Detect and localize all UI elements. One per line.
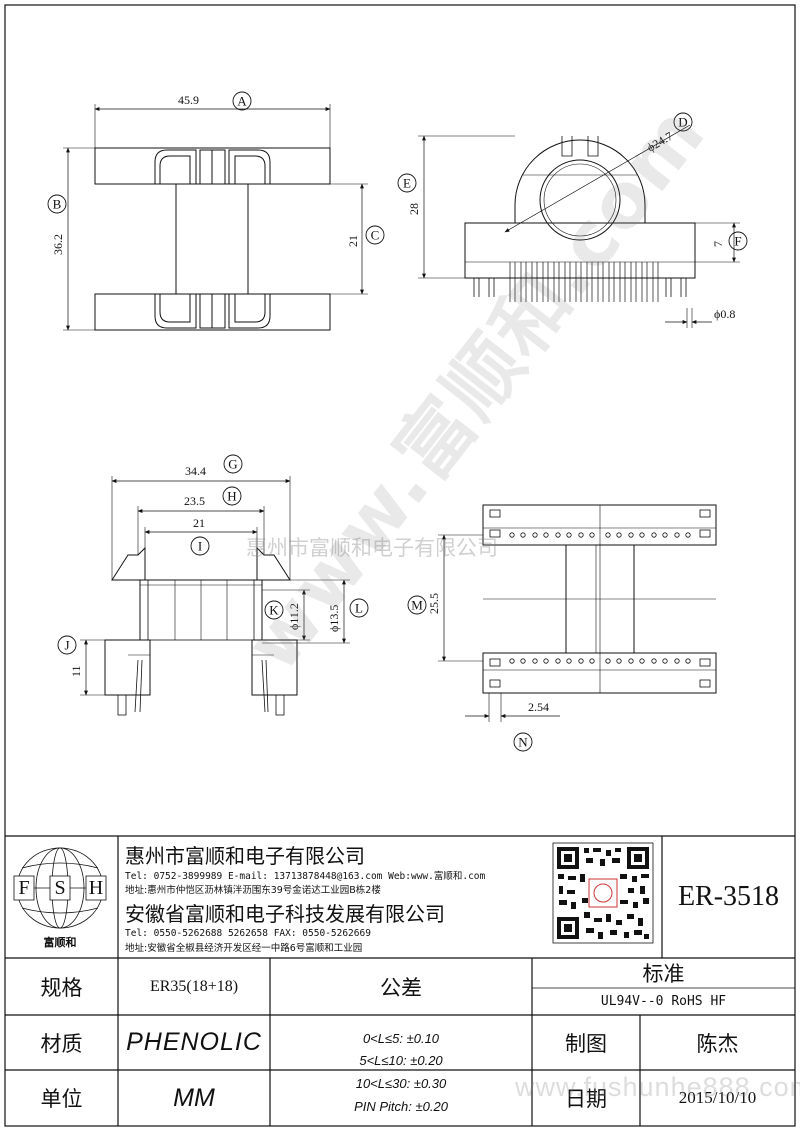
company1-name: 惠州市富顺和电子有限公司 — [125, 843, 365, 868]
label-g: G — [228, 457, 237, 472]
top-view — [63, 104, 368, 331]
label-letters: A B C D E F G H I J K L M N — [53, 94, 742, 750]
logo-caption: 富顺和 — [44, 935, 77, 949]
unit-label: 单位 — [40, 1087, 83, 1111]
tolerance-line-2: 5<L≤10: ±0.20 — [359, 1052, 443, 1068]
label-k: K — [269, 603, 279, 618]
dim-b: 36.2 — [51, 234, 65, 255]
dim-k: ϕ11.2 — [287, 603, 301, 630]
sheet-border — [4, 4, 796, 1127]
drawn-by-label: 制图 — [565, 1031, 607, 1056]
dim-h: 23.5 — [184, 494, 205, 508]
tolerance-line-1: 0<L≤5: ±0.10 — [362, 1030, 440, 1046]
dim-a: 45.9 — [178, 93, 199, 107]
material-value: PHENOLIC — [126, 1028, 262, 1056]
dim-pin-dia: ϕ0.8 — [714, 307, 735, 321]
standard-label: 标准 — [642, 962, 685, 986]
dimension-values: 45.9 36.2 21 ϕ24.7 28 7 ϕ0.8 34.4 23.5 2… — [51, 93, 735, 714]
dim-f: 7 — [711, 241, 725, 247]
logo-letter-f: F — [18, 877, 29, 899]
label-h: H — [227, 489, 236, 504]
front-view — [418, 124, 740, 328]
tolerance-line-4: PIN Pitch: ±0.20 — [354, 1098, 448, 1114]
part-number: ER-3518 — [677, 881, 780, 912]
label-a: A — [237, 94, 247, 109]
label-e: E — [403, 176, 411, 191]
dim-g: 34.4 — [185, 464, 206, 478]
company2-address: 地址:安徽省全椒县经济开发区经一中路6号富顺和工业园 — [125, 943, 363, 954]
tolerance-line-3: 10<L≤30: ±0.30 — [355, 1075, 447, 1091]
logo-letter-s: S — [54, 877, 65, 899]
logo-letter-h: H — [89, 877, 103, 899]
title-block-grid — [5, 835, 795, 1126]
label-m: M — [411, 598, 423, 613]
tolerance-label: 公差 — [380, 976, 422, 1000]
label-j: J — [64, 638, 69, 653]
label-balloons — [47, 91, 748, 752]
spec-value: ER35(18+18) — [149, 977, 239, 995]
date-value: 2015/10/10 — [678, 1088, 757, 1107]
watermark-company: 惠州市富顺和电子有限公司 — [246, 536, 498, 560]
label-n: N — [518, 735, 528, 750]
date-label: 日期 — [565, 1087, 607, 1111]
dim-i: 21 — [193, 516, 205, 530]
label-f: F — [734, 234, 741, 249]
material-label: 材质 — [40, 1031, 83, 1056]
dim-c: 21 — [346, 235, 360, 247]
dim-m: 25.5 — [427, 593, 441, 614]
dim-j: 11 — [69, 665, 83, 677]
spec-label: 规格 — [40, 975, 83, 1000]
pin-view — [438, 504, 717, 722]
label-c: C — [371, 228, 380, 243]
dim-l: ϕ13.5 — [327, 605, 341, 632]
label-l: L — [355, 601, 363, 616]
standard-value: UL94V--0 RoHS HF — [600, 994, 727, 1009]
watermark-url: www.fushunhe888.com — [515, 1072, 800, 1102]
label-i: I — [198, 539, 202, 554]
label-d: D — [678, 115, 687, 130]
company2-name: 安徽省富顺和电子科技发展有限公司 — [125, 901, 445, 926]
company1-address: 地址:惠州市仲恺区沥林镇泮沥围东39号金诺达工业园B栋2楼 — [125, 885, 381, 896]
company2-contact: Tel: 0550-5262688 5262658 FAX: 0550-5262… — [125, 927, 371, 939]
qr-code — [552, 842, 654, 944]
drawn-by-value: 陈杰 — [696, 1031, 739, 1056]
company1-contact: Tel: 0752-3899989 E-mail: 13713878448@16… — [125, 871, 486, 882]
label-b: B — [53, 197, 62, 212]
dim-e: 28 — [407, 203, 421, 215]
dim-n: 2.54 — [528, 700, 549, 714]
side-view — [80, 476, 350, 716]
unit-value: MM — [173, 1083, 215, 1112]
company-logo — [13, 847, 107, 929]
